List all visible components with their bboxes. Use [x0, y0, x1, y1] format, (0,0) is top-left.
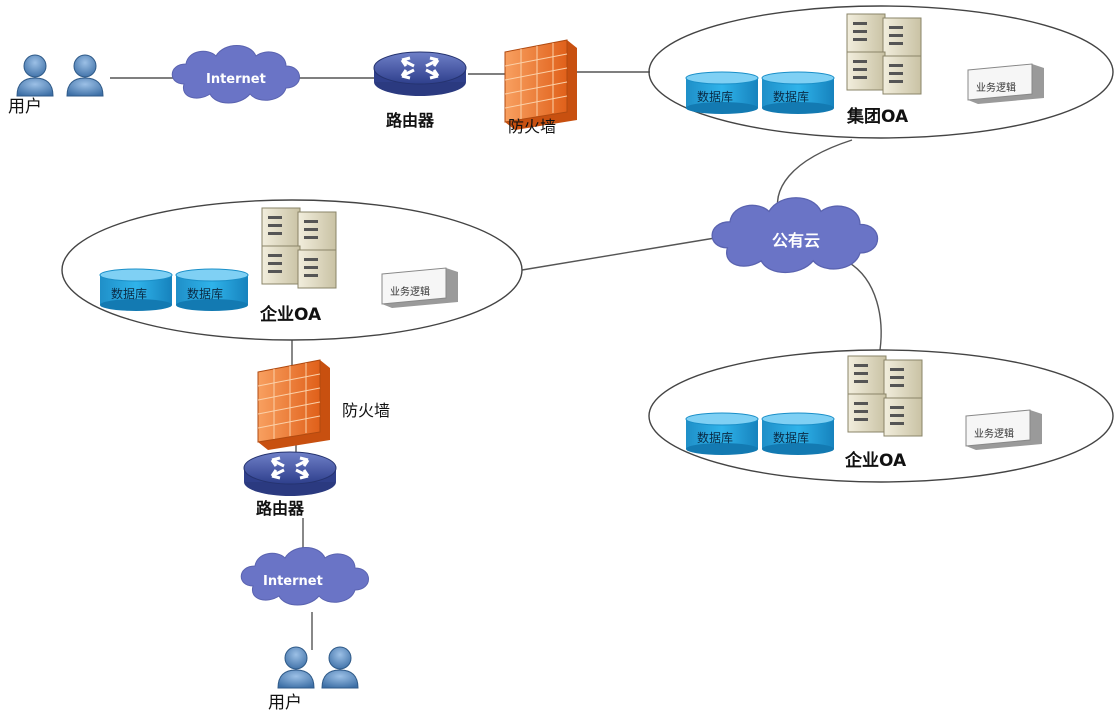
database-label: 数据库 — [187, 286, 223, 301]
firewall-bottom: 防火墙 — [257, 359, 390, 451]
server-stack-icon — [846, 13, 922, 95]
internet-cloud-top: Internet — [171, 45, 300, 104]
business-logic-label: 业务逻辑 — [976, 81, 1016, 94]
router-top: 路由器 — [372, 50, 468, 130]
enterprise-oa-zone-right: 数据库 数据库 企业OA 业务逻辑 — [648, 349, 1114, 483]
database-label: 数据库 — [773, 89, 809, 104]
database-label: 数据库 — [111, 286, 147, 301]
database-label: 数据库 — [697, 89, 733, 104]
internet-cloud-bottom: Internet — [240, 547, 369, 606]
user-label: 用户 — [268, 693, 302, 713]
zone-boundary — [648, 349, 1114, 483]
server-stack-icon — [261, 207, 337, 289]
group-oa-zone: 数据库 数据库 集团OA 业务逻辑 — [648, 5, 1114, 139]
firewall-label: 防火墙 — [342, 401, 390, 420]
internet-label: Internet — [206, 72, 266, 87]
zone-boundary — [61, 199, 523, 341]
group-oa-label: 集团OA — [846, 106, 909, 127]
database-label: 数据库 — [773, 430, 809, 445]
database-label: 数据库 — [697, 430, 733, 445]
enterprise-oa-label: 企业OA — [259, 304, 322, 325]
user-group-bottom: 用户 — [268, 646, 359, 713]
router-label: 路由器 — [256, 499, 305, 518]
user-label: 用户 — [8, 97, 42, 117]
user-icon — [16, 54, 104, 97]
enterprise-oa-zone-left: 数据库 数据库 企业OA 业务逻辑 — [61, 199, 523, 341]
router-label: 路由器 — [386, 111, 435, 130]
business-logic-label: 业务逻辑 — [974, 427, 1014, 440]
business-logic-label: 业务逻辑 — [390, 285, 430, 298]
public-cloud-label: 公有云 — [772, 231, 820, 250]
user-icon — [277, 646, 359, 689]
connection-lines — [110, 71, 882, 650]
router-bottom: 路由器 — [242, 450, 338, 518]
zone-boundary — [648, 5, 1114, 139]
user-group-top: 用户 — [8, 54, 104, 117]
router-icon — [242, 450, 338, 498]
router-icon — [372, 50, 468, 98]
enterprise-oa-label: 企业OA — [844, 450, 907, 471]
server-stack-icon — [847, 355, 923, 437]
firewall-label: 防火墙 — [508, 117, 556, 136]
internet-label: Internet — [263, 574, 323, 589]
firewall-top: 防火墙 — [504, 39, 578, 136]
firewall-icon — [257, 359, 331, 451]
